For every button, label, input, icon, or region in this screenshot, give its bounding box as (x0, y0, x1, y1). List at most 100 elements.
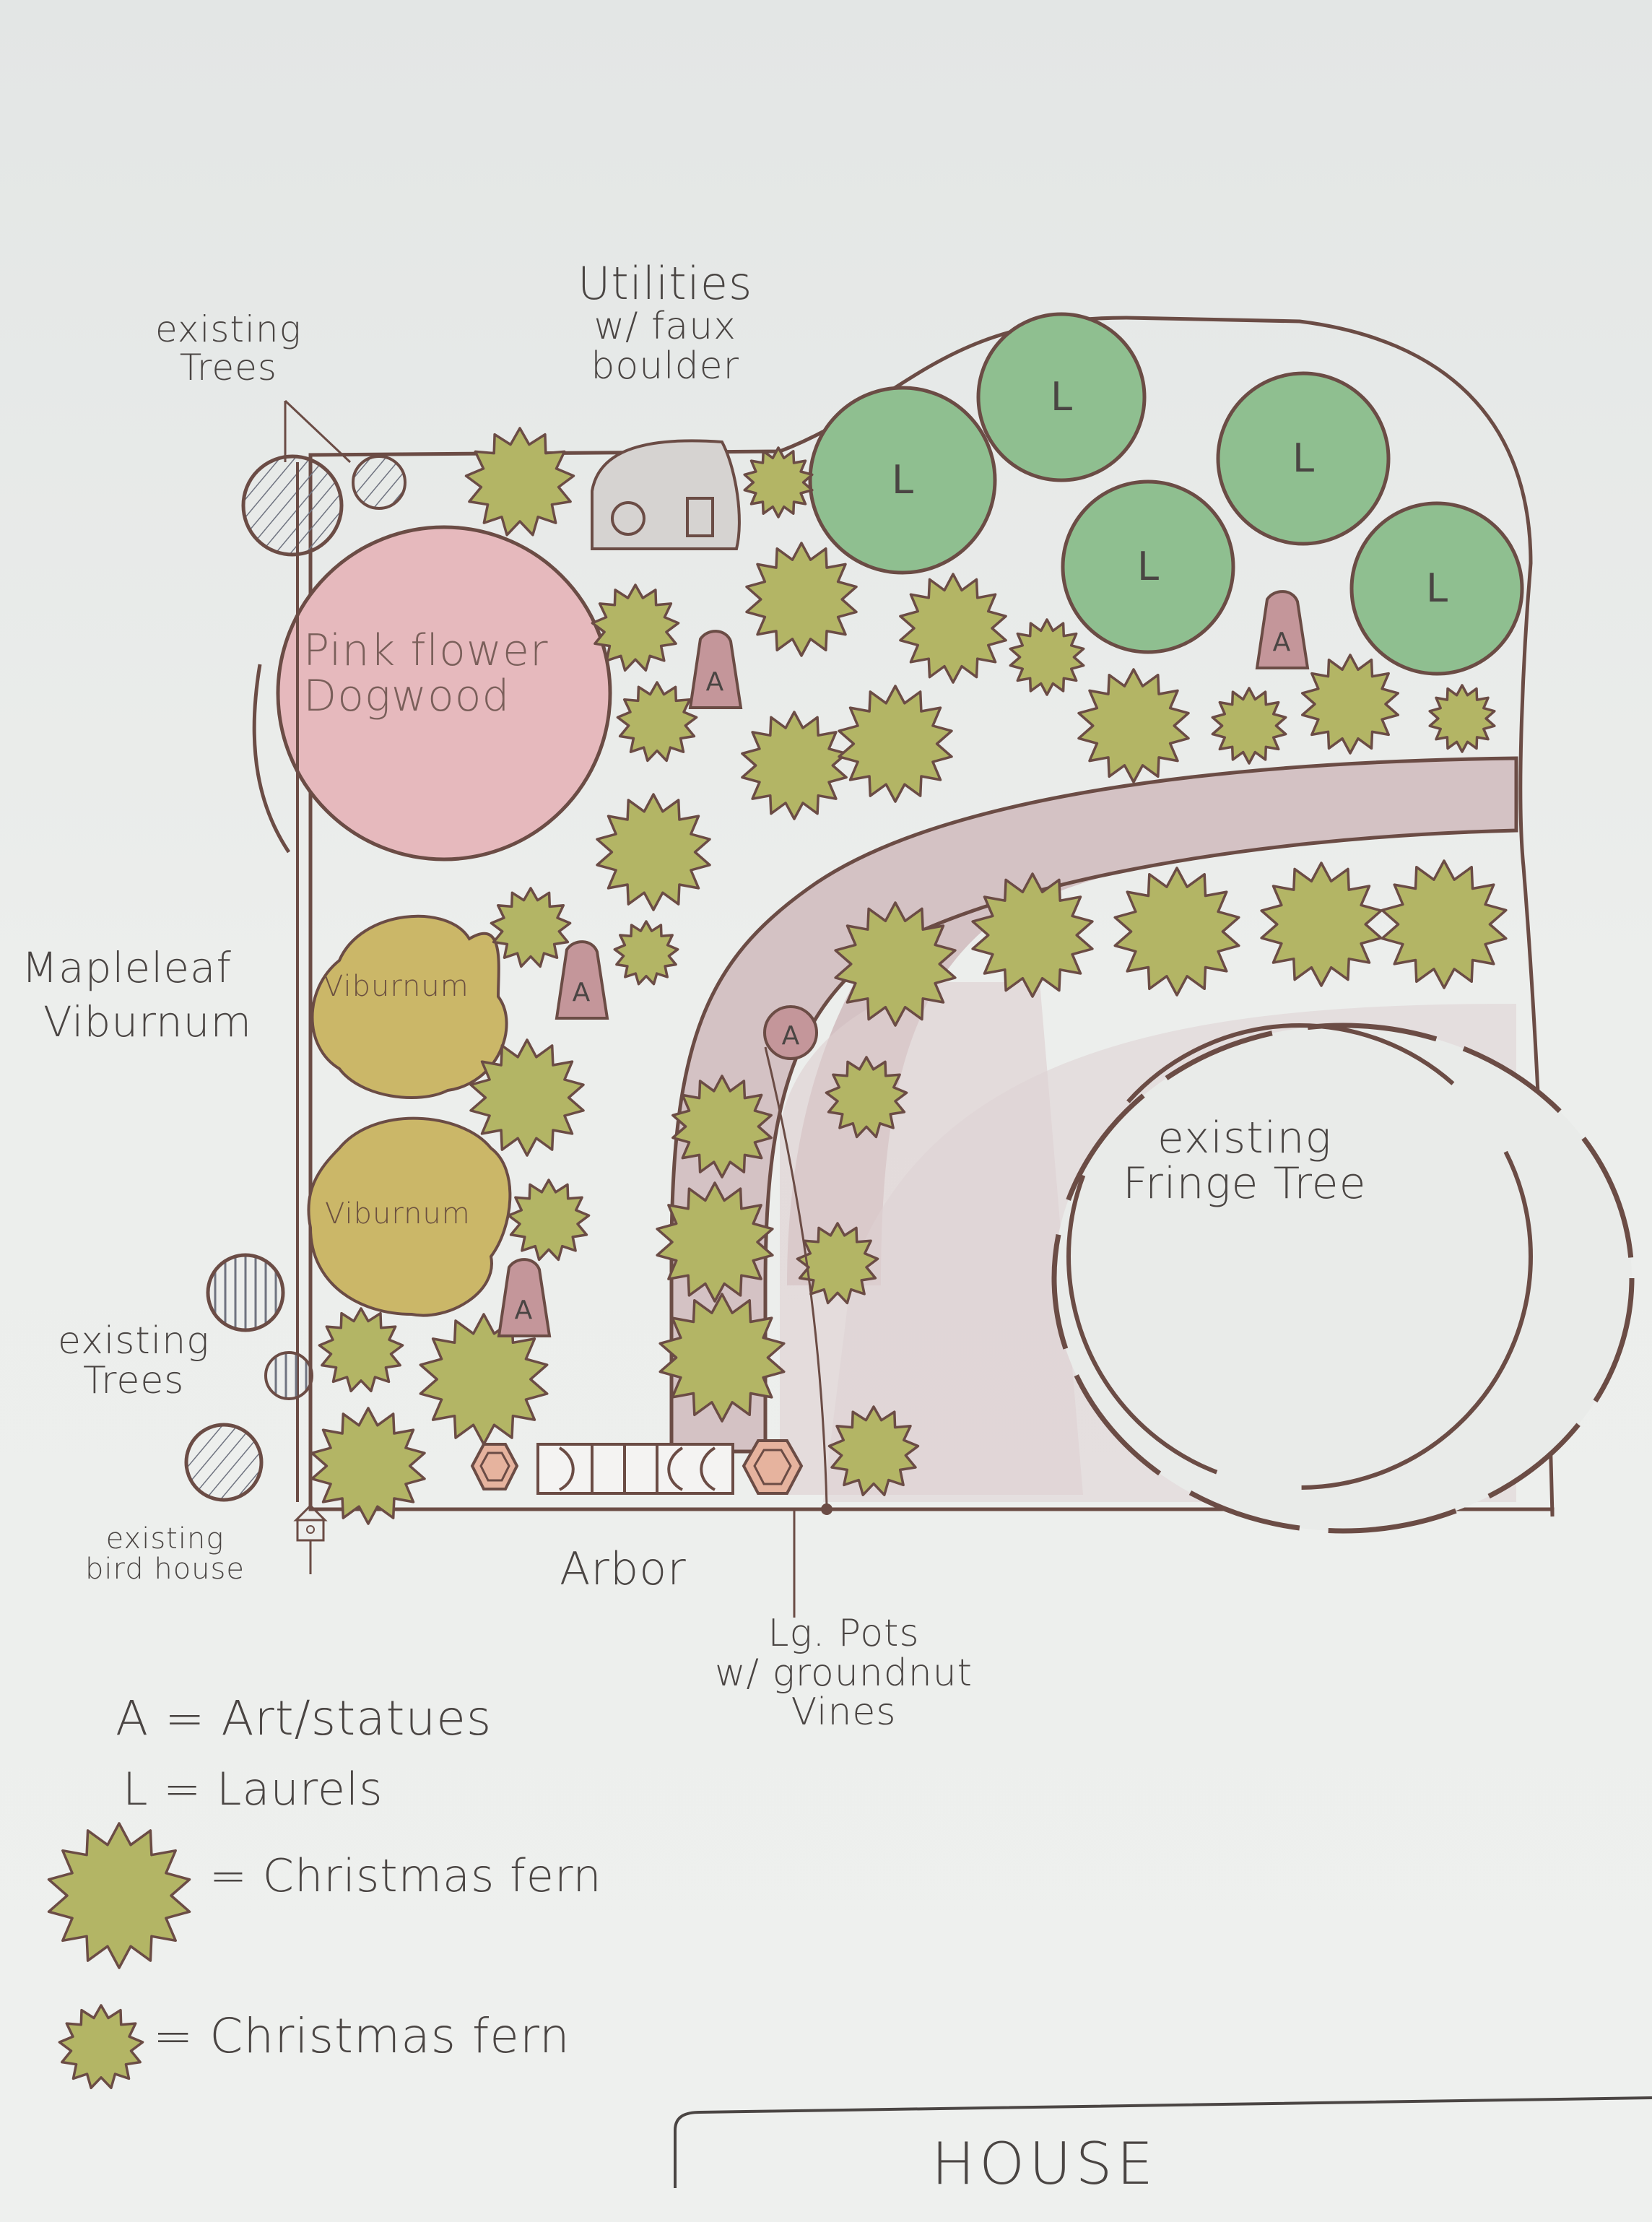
existing-trees-top-line-1: existing (155, 308, 302, 350)
christmas-fern-15 (490, 887, 572, 968)
christmas-fern-16 (613, 920, 679, 986)
christmas-fern-4 (745, 542, 858, 657)
legend-fern-small-label: = Christmas fern (153, 2008, 570, 2064)
art-statues-group: A A A A A (497, 590, 1310, 1337)
utilities-faux-boulder (591, 439, 741, 550)
fringe-tree-outline (1051, 1023, 1635, 1534)
arbor (536, 1443, 734, 1495)
legend-fern-large-icon (47, 1822, 191, 1969)
fringe-tree-label-line-1: existing (1157, 1113, 1332, 1163)
art-mark: A (515, 1296, 533, 1325)
pots-label-line-1: Lg. Pots (768, 1612, 920, 1655)
legend-fern-large-shape (47, 1822, 191, 1969)
fringe-tree-label: existing Fringe Tree (1123, 1116, 1367, 1207)
christmas-fern-25 (825, 1056, 908, 1139)
art-mark: A (782, 1021, 800, 1051)
existing-tree-left-3 (184, 1423, 264, 1502)
utilities-label-line-1: Utilities (578, 257, 753, 310)
pots-label: Lg. Pots w/ groundnut Vines (715, 1614, 973, 1732)
existing-tree-left-1 (206, 1253, 285, 1332)
vine-post (821, 1503, 832, 1515)
christmas-fern-24 (671, 1075, 773, 1179)
house-label: HOUSE (931, 2130, 1158, 2197)
mapleleaf-label-line-1: Mapleleaf (22, 943, 232, 992)
laurel-mark: L (1137, 544, 1159, 589)
christmas-fern-27 (796, 1222, 879, 1305)
dogwood-canopy (276, 525, 612, 862)
christmas-fern-32 (827, 1405, 920, 1496)
art-mark: A (706, 667, 724, 697)
utilities-label: Utilities w/ faux boulder (578, 260, 752, 386)
utilities-label-line-3: boulder (591, 344, 739, 388)
art-mark: A (573, 978, 591, 1007)
christmas-fern-12 (741, 711, 848, 820)
art-statue-4: A (763, 1005, 818, 1060)
laurel-mark: L (1292, 435, 1314, 481)
trees-pointer-2 (284, 399, 352, 464)
christmas-fern-3 (591, 583, 680, 672)
art-statue-2: A (1255, 590, 1310, 669)
large-pot-right (742, 1439, 804, 1495)
laurel-mark: L (1051, 374, 1072, 420)
large-pot-left (470, 1443, 519, 1490)
legend-fern-small-shape (58, 2004, 144, 2090)
laurel-mark: L (892, 457, 913, 503)
christmas-fern-2 (743, 446, 814, 518)
christmas-fern-11 (616, 681, 698, 763)
dogwood-label: Pink flower Dogwood (303, 628, 549, 719)
christmas-fern-22 (469, 1038, 585, 1157)
bird-house-icon (293, 1503, 328, 1574)
ferns-group (310, 427, 1508, 1525)
fringe-tree-inner (1066, 1023, 1533, 1490)
christmas-fern-18 (971, 872, 1094, 998)
laurel-3: L (1216, 371, 1391, 546)
christmas-fern-13 (838, 685, 953, 803)
mapleleaf-viburnum-label: Mapleleaf Viburnum (22, 946, 252, 1044)
pots-label-line-2: w/ groundnut (715, 1651, 973, 1695)
existing-trees-top-label: existing Trees (155, 311, 302, 386)
christmas-fern-17 (834, 901, 957, 1027)
christmas-fern-6 (1009, 618, 1085, 696)
existing-tree-left-2 (264, 1351, 313, 1400)
dogwood-arc (252, 664, 291, 854)
christmas-fern-7 (1077, 668, 1190, 784)
vine-line (764, 1046, 828, 1506)
art-statue-5: A (497, 1258, 552, 1337)
viburnum-shrub-2 (307, 1116, 512, 1317)
laurel-2: L (976, 312, 1147, 482)
art-statue-1: A (688, 630, 743, 709)
bird-house-label-line-2: bird house (85, 1553, 245, 1586)
viburnum-1-label: Viburnum (323, 970, 469, 1003)
art-mark: A (1273, 628, 1291, 657)
existing-tree-top-2 (352, 455, 407, 510)
laurel-5: L (1349, 501, 1524, 676)
christmas-fern-19 (1113, 867, 1240, 997)
viburnum-shrub-1 (310, 914, 508, 1099)
bird-house-label-line-1: existing (105, 1522, 225, 1555)
existing-trees-left-line-1: existing (58, 1319, 210, 1363)
christmas-fern-28 (318, 1307, 404, 1393)
legend-fern-large-label: = Christmas fern (209, 1849, 602, 1902)
dogwood-label-line-1: Pink flower (303, 625, 549, 676)
legend-art: A = Art/statues (116, 1691, 492, 1746)
utilities-label-line-2: w/ faux (594, 305, 736, 349)
dogwood-label-line-2: Dogwood (303, 671, 510, 721)
bird-house-label: existing bird house (85, 1524, 245, 1584)
laurel-1: L (808, 386, 997, 575)
christmas-fern-30 (658, 1293, 786, 1423)
christmas-fern-5 (899, 573, 1007, 684)
utility-meter-1 (611, 501, 645, 536)
christmas-fern-8 (1211, 687, 1287, 765)
mapleleaf-label-line-2: Viburnum (43, 997, 252, 1046)
christmas-fern-23 (507, 1179, 591, 1262)
viburnum-2-label: Viburnum (325, 1197, 471, 1231)
pots-label-line-3: Vines (791, 1691, 897, 1735)
christmas-fern-26 (656, 1181, 774, 1303)
christmas-fern-9 (1300, 654, 1400, 755)
existing-trees-left-line-2: Trees (82, 1358, 185, 1402)
legend-fern-small-icon (58, 2004, 144, 2090)
utility-meter-2 (686, 497, 714, 537)
